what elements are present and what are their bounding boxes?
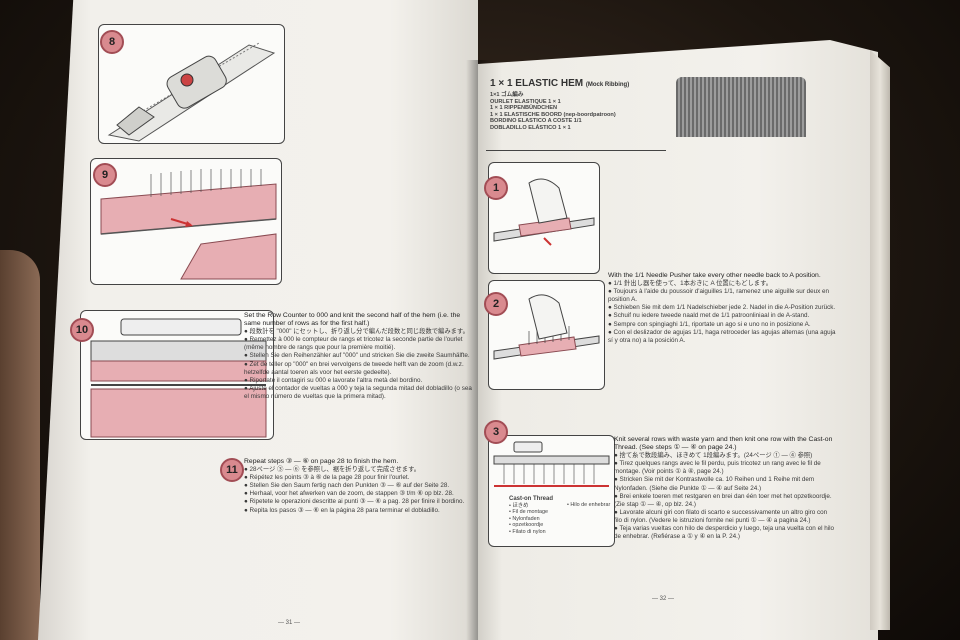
section-title-sub: (Mock Ribbing)	[585, 82, 630, 88]
step-number-1: 1	[484, 176, 508, 200]
step-11-fr: ● Répétez les points ③ à ⑥ de la page 28…	[244, 474, 410, 482]
left-page: 8 9 10	[38, 0, 478, 640]
step-3-de: ● Stricken Sie mit der Kontrastwolle ca.…	[614, 476, 815, 492]
subtitle-it: BORDINO ELASTICO A COSTE 1/1	[490, 118, 582, 125]
step-number-2: 2	[484, 292, 508, 316]
step-3-it: ● Lavorate alcuni giri con filato di sca…	[614, 508, 828, 524]
step-3-en: Knit several rows with waste yarn and th…	[614, 436, 833, 452]
step-number-8: 8	[100, 30, 124, 54]
section-subtitles: 1×1 ゴム編み OURLET ELASTIQUE 1 × 1 1 × 1 RI…	[490, 92, 665, 132]
needle-pusher-de: ● Schieben Sie mit dem 1/1 Nadelschieber…	[608, 304, 836, 312]
page-stack-edge	[870, 50, 890, 630]
needle-pusher-illustration-2	[493, 294, 600, 360]
subtitle-de: 1 × 1 RIPPENBÜNDCHEN	[490, 105, 557, 112]
step-number-3: 3	[484, 420, 508, 444]
step-11-jp: ● 28ページ ③ — ⑥ を参照し、裾を折り返して完成させます。	[244, 466, 421, 474]
cast-on-labels: Cast-on Thread • ほきめ • Fil de montage • …	[509, 496, 553, 536]
cast-on-thread-it: • Filato di nylon	[509, 528, 546, 535]
cast-on-thread-en: Cast-on Thread	[509, 496, 554, 502]
subtitle-nl: 1 × 1 ELASTISCHE BOORD (nep-boordpatroon…	[490, 111, 616, 118]
needle-pusher-fr: ● Toujours à l'aide du poussoir d'aiguil…	[608, 288, 830, 304]
needle-pusher-jp: ● 1/1 針出し器を使って、1本おきに A 位置にもどします。	[608, 280, 773, 288]
step-number-11: 11	[220, 458, 244, 482]
step-11-it: ● Ripetete le operazioni descritte ai pu…	[244, 498, 465, 506]
step-10-es: ● Ajuste el contador de vueltas a 000 y …	[244, 384, 472, 400]
right-page: 1 × 1 ELASTIC HEM (Mock Ribbing) 1×1 ゴム編…	[478, 40, 878, 640]
cast-on-thread-nl: • opzetkoordje	[509, 522, 544, 529]
cast-on-thread-fr: • Fil de montage	[509, 509, 549, 516]
needle-pusher-text: With the 1/1 Needle Pusher take every ot…	[608, 272, 836, 345]
step-number-10: 10	[70, 318, 94, 342]
step-10-en: Set the Row Counter to 000 and knit the …	[244, 312, 461, 328]
ribbing-sample-photo	[666, 72, 808, 142]
row-counter-illustration	[90, 318, 267, 438]
hand	[0, 250, 40, 640]
step-3-fr: ● Tirez quelques rangs avec le fil perdu…	[614, 460, 821, 476]
cast-on-thread-de: • Nylonfaden	[509, 515, 540, 522]
step-11-nl: ● Herhaal, voor het afwerken van de zoom…	[244, 490, 454, 498]
knitting-carriage-illustration	[107, 42, 276, 142]
subtitle-fr: OURLET ELASTIQUE 1 × 1	[490, 98, 561, 105]
step-3-nl: ● Brei enkele toeren met restgaren en br…	[614, 492, 832, 508]
cast-on-thread-jp: • ほきめ	[509, 502, 529, 509]
figure-step-9	[90, 158, 282, 285]
subtitle-jp: 1×1 ゴム編み	[490, 92, 524, 98]
knit-sample	[676, 77, 806, 137]
step-3-text: Knit several rows with waste yarn and th…	[614, 436, 836, 541]
step-10-text: Set the Row Counter to 000 and knit the …	[244, 312, 472, 401]
subtitle-es: DOBLADILLO ELÁSTICO 1 × 1	[490, 124, 571, 131]
section-title-main: 1 × 1 ELASTIC HEM	[490, 78, 584, 89]
cast-on-thread-es: • Hilo de enhebrar	[567, 502, 611, 508]
needle-pusher-nl: ● Schuif nu iedere tweede naald met de 1…	[608, 312, 810, 320]
page-number-left: — 31 —	[278, 620, 301, 626]
step-10-jp: ● 段数計を "000" にセットし、折り返し分で編んだ段数と同じ段数で編みます…	[244, 328, 469, 336]
section-title: 1 × 1 ELASTIC HEM (Mock Ribbing)	[490, 78, 629, 89]
needle-pusher-illustration-1	[493, 178, 595, 246]
section-divider	[486, 150, 666, 151]
step-number-9: 9	[93, 163, 117, 187]
step-10-de: ● Stellen Sie den Reihenzähler auf "000"…	[244, 352, 470, 360]
needle-pusher-es: ● Con el deslizador de agujas 1/1, haga …	[608, 328, 836, 344]
needle-pusher-it: ● Sempre con spingiaghi 1/1, riportate u…	[608, 320, 811, 328]
step-10-nl: ● Zet de teller op "000" en brei vervolg…	[244, 360, 464, 376]
figure-step-1	[488, 162, 600, 274]
needle-pusher-en: With the 1/1 Needle Pusher take every ot…	[608, 272, 821, 279]
figure-step-8	[98, 24, 285, 144]
page-number-right: — 32 —	[652, 596, 675, 602]
figure-step-3: Cast-on Thread • ほきめ • Fil de montage • …	[488, 435, 615, 547]
step-10-fr: ● Remettez à 000 le compteur de rangs et…	[244, 336, 463, 352]
figure-step-2	[488, 280, 605, 390]
step-3-jp: ● 捨て糸で数段編み、ほきめて 1段編みます。(24ページ ① — ④ 参照)	[614, 452, 813, 460]
step-10-it: ● Riportate il contagiri su 000 e lavora…	[244, 376, 423, 384]
knitted-fabric-illustration	[100, 169, 277, 280]
figure-step-10	[80, 310, 274, 440]
step-11-en: Repeat steps ③ — ⑥ on page 28 to finish …	[244, 458, 399, 465]
step-11-de: ● Stellen Sie den Saum fertig nach den P…	[244, 482, 450, 490]
step-11-text: Repeat steps ③ — ⑥ on page 28 to finish …	[244, 458, 469, 515]
step-3-es: ● Teja varias vueltas con hilo de desper…	[614, 525, 835, 541]
cast-on-illustration	[493, 441, 610, 487]
step-11-es: ● Repita los pasos ③ — ⑥ en la página 28…	[244, 506, 440, 514]
